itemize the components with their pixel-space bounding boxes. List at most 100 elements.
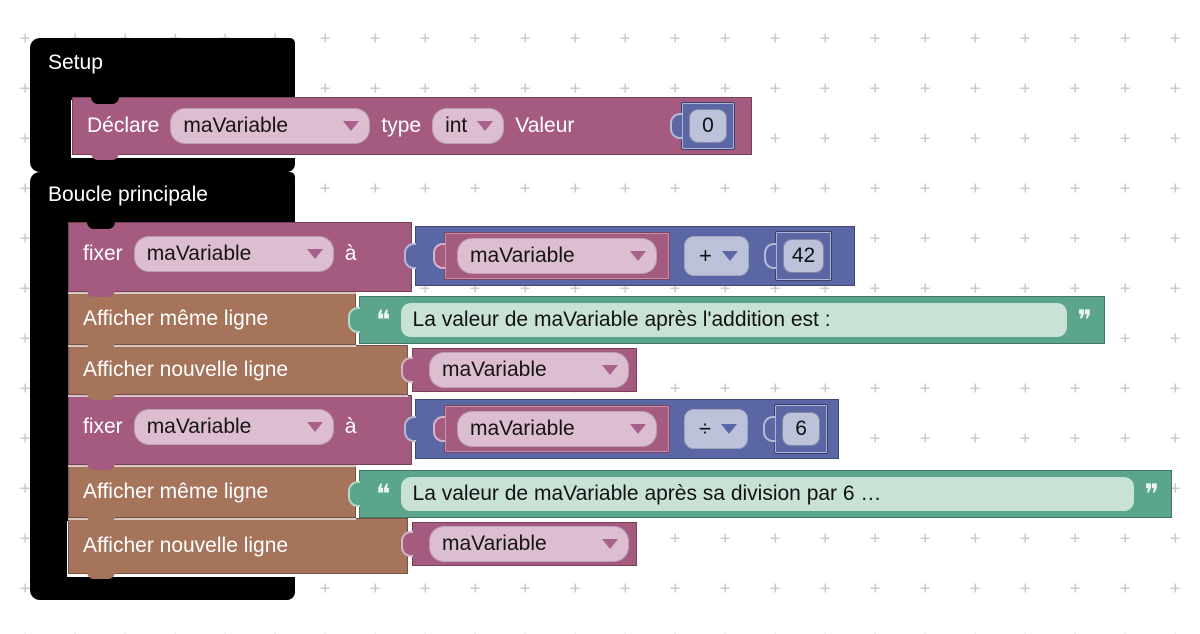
grid-cross: [520, 183, 530, 193]
grid-cross: [1020, 133, 1030, 143]
value-label: Valeur: [515, 114, 575, 137]
variable-dropdown[interactable]: maVariable: [457, 411, 657, 447]
grid-cross: [370, 83, 380, 93]
set-variable-block[interactable]: fixer maVariable à: [68, 395, 412, 470]
grid-cross: [920, 33, 930, 43]
number-block[interactable]: 6: [763, 404, 829, 454]
grid-cross: [970, 433, 980, 443]
operator-dropdown[interactable]: ÷: [684, 409, 749, 449]
print-label: Afficher nouvelle ligne: [83, 534, 289, 557]
value-connector-tab: [401, 531, 413, 557]
grid-cross: [1170, 133, 1180, 143]
grid-cross: [1020, 83, 1030, 93]
variable-dropdown[interactable]: maVariable: [133, 236, 334, 272]
value-connector-tab: [404, 416, 416, 442]
grid-cross: [670, 383, 680, 393]
grid-cross: [1120, 433, 1130, 443]
grid-cross: [1070, 583, 1080, 593]
dropdown-arrow-icon: [721, 424, 738, 434]
print-new-line-block[interactable]: Afficher nouvelle ligne: [68, 345, 408, 400]
number-field[interactable]: 6: [782, 412, 821, 446]
variable-dropdown[interactable]: maVariable: [457, 238, 657, 274]
number-block[interactable]: 0: [670, 102, 735, 150]
grid-cross: [970, 383, 980, 393]
grid-cross: [20, 233, 30, 243]
grid-cross: [820, 183, 830, 193]
variable-dropdown[interactable]: maVariable: [429, 352, 629, 388]
type-dropdown[interactable]: int: [432, 108, 505, 144]
variable-get-block[interactable]: maVariable: [433, 232, 670, 280]
number-field[interactable]: 0: [689, 109, 727, 143]
declare-variable-block[interactable]: Déclare maVariable type int Valeur 0: [72, 97, 752, 160]
text-field[interactable]: La valeur de maVariable après l'addition…: [400, 303, 1068, 337]
variable-dropdown[interactable]: maVariable: [170, 108, 371, 144]
grid-cross: [970, 533, 980, 543]
variable-dropdown[interactable]: maVariable: [133, 409, 334, 445]
math-expression-block[interactable]: maVariable + 42: [404, 226, 855, 286]
text-string-block[interactable]: ❝ La valeur de maVariable après l'additi…: [348, 296, 1105, 344]
print-new-line-block[interactable]: Afficher nouvelle ligne: [68, 518, 408, 579]
variable-get-block[interactable]: maVariable: [401, 348, 637, 392]
value-connector-tab: [348, 481, 360, 507]
print-label: Afficher nouvelle ligne: [83, 358, 289, 381]
grid-cross: [1020, 383, 1030, 393]
print-same-line-block[interactable]: Afficher même ligne: [68, 292, 356, 350]
math-expression-block[interactable]: maVariable ÷ 6: [404, 399, 839, 459]
variable-name: maVariable: [183, 114, 289, 137]
grid-cross: [1070, 133, 1080, 143]
number-block[interactable]: 42: [763, 231, 833, 281]
grid-cross: [620, 83, 630, 93]
grid-cross: [1070, 283, 1080, 293]
text-string-block[interactable]: ❝ La valeur de maVariable après sa divis…: [348, 470, 1172, 518]
grid-cross: [520, 583, 530, 593]
grid-cross: [570, 83, 580, 93]
print-label: Afficher même ligne: [83, 479, 269, 503]
number-field[interactable]: 42: [782, 239, 825, 273]
value-connector-tab: [401, 357, 413, 383]
text-field[interactable]: La valeur de maVariable après sa divisio…: [400, 477, 1135, 511]
print-same-line-block[interactable]: Afficher même ligne: [68, 465, 356, 523]
variable-get-block[interactable]: maVariable: [401, 522, 637, 566]
operator-value: +: [699, 243, 712, 268]
grid-cross: [1120, 533, 1130, 543]
grid-cross: [1070, 83, 1080, 93]
grid-cross: [1020, 533, 1030, 543]
operator-dropdown[interactable]: +: [684, 236, 749, 276]
grid-cross: [820, 583, 830, 593]
grid-cross: [920, 433, 930, 443]
grid-cross: [20, 183, 30, 193]
grid-cross: [820, 33, 830, 43]
grid-cross: [970, 133, 980, 143]
grid-cross: [1070, 433, 1080, 443]
variable-dropdown[interactable]: maVariable: [429, 526, 629, 562]
grid-cross: [920, 233, 930, 243]
grid-cross: [870, 583, 880, 593]
grid-cross: [520, 33, 530, 43]
grid-cross: [20, 483, 30, 493]
grid-cross: [1120, 33, 1130, 43]
set-variable-block[interactable]: fixer maVariable à: [68, 222, 412, 297]
operator-value: ÷: [699, 416, 712, 441]
grid-cross: [420, 33, 430, 43]
grid-cross: [470, 83, 480, 93]
value-connector-tab: [404, 243, 416, 269]
grid-cross: [670, 83, 680, 93]
grid-cross: [670, 533, 680, 543]
variable-get-block[interactable]: maVariable: [433, 405, 670, 453]
grid-cross: [370, 183, 380, 193]
variable-name: maVariable: [442, 358, 547, 381]
grid-cross: [870, 83, 880, 93]
grid-cross: [1170, 283, 1180, 293]
grid-cross: [770, 183, 780, 193]
to-label: à: [344, 415, 357, 438]
grid-cross: [970, 233, 980, 243]
variable-name: maVariable: [442, 532, 547, 555]
grid-cross: [1070, 33, 1080, 43]
grid-cross: [820, 83, 830, 93]
close-quote-icon: ❞: [1077, 304, 1092, 335]
setup-label: Setup: [48, 51, 103, 74]
grid-cross: [1020, 183, 1030, 193]
grid-cross: [770, 533, 780, 543]
grid-cross: [920, 133, 930, 143]
